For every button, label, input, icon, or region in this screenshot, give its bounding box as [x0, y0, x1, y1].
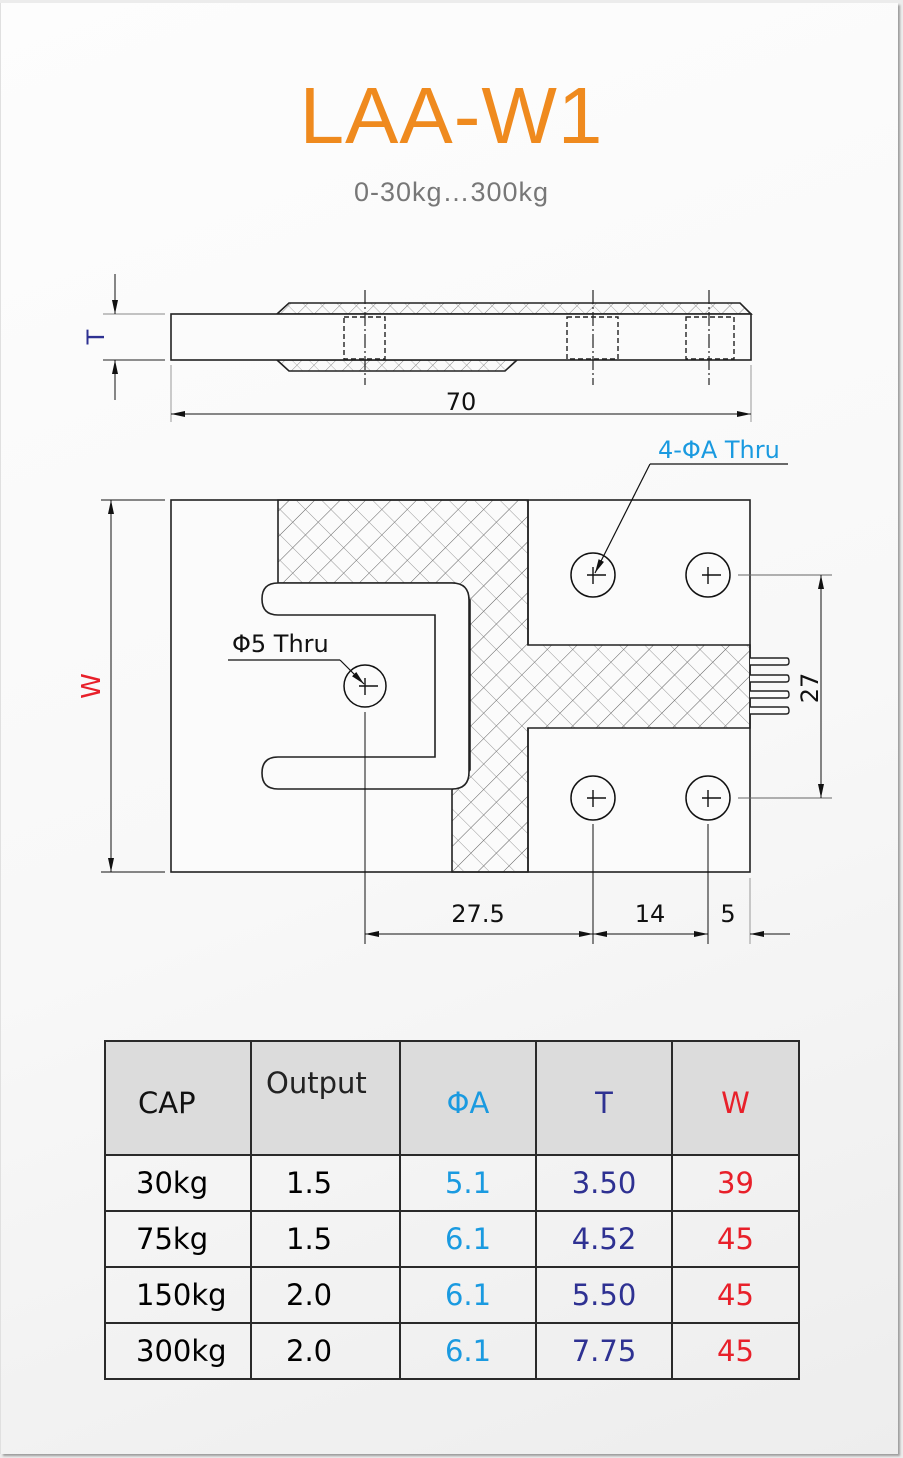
cell-phi-a: 5.1	[399, 1154, 537, 1212]
hole-spacing-vertical: 27	[796, 673, 824, 704]
cell-t: 4.52	[535, 1210, 673, 1268]
product-title: LAA-W1	[299, 71, 604, 160]
cell-cap: 75kg	[104, 1210, 252, 1268]
cell-output: 2.0	[250, 1322, 401, 1380]
dim-center-to-hole: 27.5	[451, 900, 504, 928]
cell-output: 1.5	[250, 1154, 401, 1212]
cell-phi-a: 6.1	[399, 1266, 537, 1324]
side-body	[170, 313, 752, 361]
bottom-hatch-strip	[274, 359, 520, 372]
top-hatch-strip	[274, 302, 753, 315]
width-label: W	[77, 673, 107, 699]
dim-hole-to-hole: 14	[635, 900, 666, 928]
side-view: T 70	[82, 274, 753, 422]
table-row: 30kg 1.5 5.1 3.50 39	[104, 1154, 800, 1212]
hidden-hole-3	[685, 316, 735, 360]
mount-hole-2	[685, 552, 731, 598]
cell-t: 7.75	[535, 1322, 673, 1380]
header-t: T	[535, 1040, 673, 1156]
cell-output: 1.5	[250, 1210, 401, 1268]
cell-w: 45	[671, 1322, 800, 1380]
header-cap: CAP	[104, 1040, 252, 1156]
cell-w: 39	[671, 1154, 800, 1212]
cell-t: 5.50	[535, 1266, 673, 1324]
mount-hole-3	[570, 775, 616, 821]
table-row: 300kg 2.0 6.1 7.75 45	[104, 1322, 800, 1380]
header-w: W	[671, 1040, 800, 1156]
center-hole	[343, 664, 387, 708]
cell-phi-a: 6.1	[399, 1322, 537, 1380]
mount-hole-4	[685, 775, 731, 821]
cell-phi-a: 6.1	[399, 1210, 537, 1268]
technical-drawing: T 70	[77, 274, 832, 944]
length-dimension: 70	[446, 388, 477, 416]
cell-w: 45	[671, 1210, 800, 1268]
u-slot	[261, 582, 470, 790]
thickness-label: T	[82, 329, 110, 345]
hole-callout: 4-ΦA Thru	[658, 436, 780, 464]
dim-hole-to-edge: 5	[720, 900, 735, 928]
spec-table: CAP Output ΦA T W 30kg 1.5 5.1 3.50 39 7…	[104, 1040, 800, 1380]
center-hole-callout: Φ5 Thru	[232, 630, 329, 658]
cell-w: 45	[671, 1266, 800, 1324]
cell-t: 3.50	[535, 1154, 673, 1212]
top-view: 4-ΦA Thru Φ5 Thru W 27 27.5 14 5	[77, 436, 832, 944]
cell-output: 2.0	[250, 1266, 401, 1324]
header-phi-a: ΦA	[399, 1040, 537, 1156]
table-row: 75kg 1.5 6.1 4.52 45	[104, 1210, 800, 1268]
capacity-range: 0-30kg…300kg	[353, 177, 550, 207]
table-row: 150kg 2.0 6.1 5.50 45	[104, 1266, 800, 1324]
mount-hole-1	[570, 552, 616, 598]
cell-cap: 150kg	[104, 1266, 252, 1324]
header-output: Output	[250, 1040, 401, 1156]
table-header-row: CAP Output ΦA T W	[104, 1040, 800, 1156]
cell-cap: 300kg	[104, 1322, 252, 1380]
cell-cap: 30kg	[104, 1154, 252, 1212]
cable-wires	[750, 657, 790, 715]
